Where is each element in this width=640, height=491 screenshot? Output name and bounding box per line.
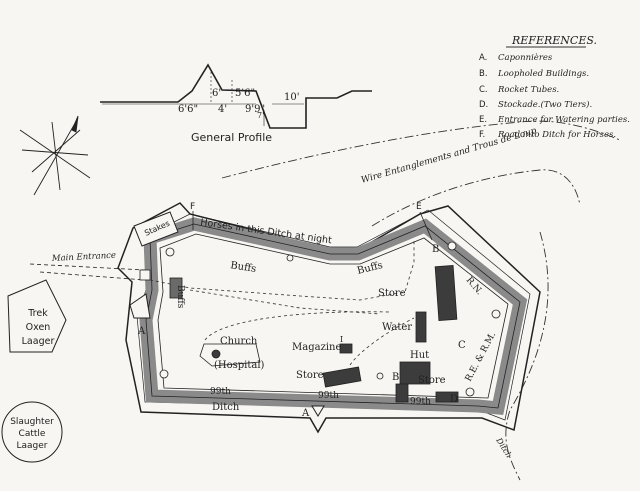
profile-title: General Profile <box>191 131 272 144</box>
references-legend: REFERENCES. A. Caponnières B. Loopholed … <box>479 34 630 140</box>
building-rn-store <box>434 265 458 321</box>
letter-i: I <box>340 335 343 344</box>
caponniere-a-left <box>129 293 151 319</box>
stakes-area: Stakes <box>133 211 179 247</box>
label-99th-3: 99th <box>410 397 431 407</box>
slaughter-line-3: Laager <box>17 441 48 451</box>
letter-b-lower: B <box>392 372 399 383</box>
label-store-1: Store <box>378 288 406 299</box>
label-buffs-left: Buffs <box>175 285 185 309</box>
label-church: Church <box>220 336 258 347</box>
label-magazine: Magazine <box>292 342 341 353</box>
letter-a-left: A <box>137 326 146 337</box>
ref-text-e: Entrance for Watering parties. <box>497 115 630 125</box>
profile-depth: 7' <box>257 111 264 120</box>
profile-height-2: 5'6" <box>235 88 255 99</box>
label-water: Water <box>382 322 412 333</box>
building-b-lower <box>395 383 409 403</box>
letter-c: C <box>458 340 466 351</box>
ref-key-f: F. <box>479 130 485 140</box>
plan-letters: A A B B C D I <box>137 244 466 419</box>
buildings <box>169 265 459 403</box>
ref-key-a: A. <box>479 53 487 63</box>
compass-icon <box>19 115 91 196</box>
trek-line-3: Laager <box>22 336 55 347</box>
trek-oxen-laager: Trek Oxen Laager <box>7 279 67 353</box>
ref-text-a: Caponnières <box>498 52 553 63</box>
label-ditch-right: Ditch <box>494 435 514 459</box>
label-99th-2: 99th <box>318 391 339 401</box>
general-profile: 6'6" 4' 9'9" 6' 5'6" 10' 7' General Prof… <box>100 63 372 144</box>
rampart-markers <box>159 241 501 397</box>
profile-dim-2: 4' <box>218 104 227 115</box>
ref-text-b: Loopholed Buildings. <box>497 69 589 79</box>
slaughter-line-2: Cattle <box>19 429 46 439</box>
building-store-center <box>322 366 362 388</box>
building-water <box>415 311 427 343</box>
letter-d: D <box>450 394 458 405</box>
letter-a-bottom: A <box>301 408 310 419</box>
profile-height-1: 6' <box>212 88 221 99</box>
building-magazine <box>339 343 353 354</box>
main-entrance-label: Main Entrance <box>51 251 117 264</box>
interior-paths <box>149 240 415 366</box>
ref-text-f: Road into Ditch for Horses. <box>497 130 616 140</box>
ref-key-c: C. <box>479 85 488 95</box>
ref-key-d: D. <box>479 100 488 110</box>
building-store-lower <box>435 391 459 403</box>
slaughter-cattle-laager: Slaughter Cattle Laager <box>1 401 63 463</box>
label-store-3: Store <box>418 375 446 386</box>
profile-ditch-width: 10' <box>284 92 299 103</box>
profile-dim-3: 9'9" <box>245 104 265 115</box>
slaughter-line-1: Slaughter <box>10 417 54 427</box>
ref-key-b: B. <box>479 69 488 79</box>
ref-text-c: Rocket Tubes. <box>497 85 559 95</box>
building-hut <box>399 361 431 385</box>
building-church <box>199 343 261 367</box>
label-buffs-top: Buffs <box>230 260 257 275</box>
label-hut: Hut <box>410 350 429 361</box>
label-99th-1: 99th <box>210 387 231 397</box>
letter-f: F <box>190 202 195 212</box>
letter-e: E <box>416 202 422 212</box>
ref-key-e: E. <box>479 115 487 125</box>
letter-b-top: B <box>432 244 439 255</box>
profile-dim-1: 6'6" <box>178 104 198 115</box>
references-title: REFERENCES. <box>511 34 597 47</box>
label-ditch-bottom: Ditch <box>212 402 240 413</box>
trek-line-1: Trek <box>27 308 48 319</box>
ref-text-d: Stockade.(Two Tiers). <box>498 99 592 110</box>
wire-entanglements-label: Wire Entanglements and Trous de Loup <box>360 126 538 186</box>
label-store-2: Store <box>296 370 324 381</box>
building-buffs-left <box>169 277 183 299</box>
caponniere-a-bottom <box>311 405 325 417</box>
main-entrance-road: Main Entrance <box>29 251 151 281</box>
label-hospital: (Hospital) <box>214 360 265 371</box>
trek-line-2: Oxen <box>26 322 51 333</box>
